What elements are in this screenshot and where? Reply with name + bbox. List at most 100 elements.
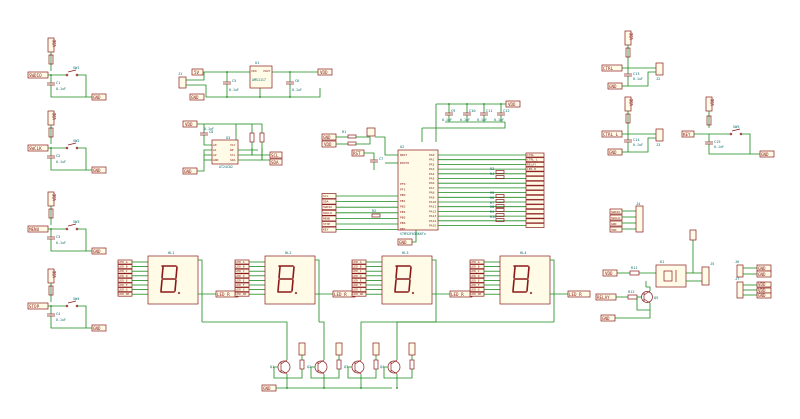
r11-ref: R11 bbox=[631, 266, 638, 270]
mcu-right-flag-12 bbox=[525, 209, 545, 214]
net-gnd-flag-reg bbox=[189, 93, 205, 101]
digit-3-seg-label-4: LED_E bbox=[353, 278, 362, 282]
digit-4-ledr-label: LED_R bbox=[569, 292, 582, 297]
digit-2-seg-label-7: LED_DP bbox=[236, 292, 247, 296]
net-gnd-label-j7: GND bbox=[758, 293, 766, 298]
mcu-right-flag-7 bbox=[525, 185, 545, 191]
mcu-res-ref-3: R5 bbox=[490, 191, 494, 195]
net-vdd-label-relay: VDD bbox=[605, 271, 613, 276]
net-gnd-flag-key bbox=[759, 150, 775, 158]
vdd-label-btn-2: VDD bbox=[52, 112, 57, 120]
digit-2-body bbox=[264, 255, 316, 305]
j1-ref: J1 bbox=[178, 72, 182, 76]
j4-net-vdd: VDD bbox=[611, 228, 617, 232]
net-vdd-flag-j4 bbox=[609, 226, 623, 233]
digit-4-seg-label-1: LED_B bbox=[471, 265, 480, 269]
net-vdd-label-key: VDD bbox=[710, 98, 715, 106]
mcu-pin-left-pb7: PB7 bbox=[400, 227, 406, 231]
digit-3-seg-label-3: LED_D bbox=[353, 274, 362, 278]
gnd-flag-btn-2 bbox=[91, 166, 107, 174]
net-gnd-flag-relay bbox=[600, 314, 616, 322]
ctrl-vdd-label-2: VDD bbox=[629, 98, 634, 106]
mcu-right-flag-label-1: CTRL_L bbox=[527, 158, 538, 162]
digit-3-seg-label-1: LED_B bbox=[353, 265, 362, 269]
mcu-right-flag-1 bbox=[525, 157, 545, 163]
ctrl-conn-ref-1: J2 bbox=[656, 77, 660, 81]
u3-pin-sda: SDA bbox=[230, 158, 236, 162]
seven-segment-digits: LED_ALED_BLED_CLED_DLED_ELED_FLED_GLED_D… bbox=[117, 251, 591, 322]
mcu-u2 bbox=[397, 149, 439, 231]
u3-pin-wp: WP bbox=[230, 148, 234, 152]
net-5v-label: 5V bbox=[194, 70, 200, 75]
c6-value: 0.1uF bbox=[292, 88, 302, 92]
digit-4-seg-label-3: LED_D bbox=[471, 274, 480, 278]
u2-ref: U2 bbox=[400, 145, 404, 149]
mcu-pin-right-pa10: PA10 bbox=[429, 200, 436, 204]
net-gnd-label-mcu-bot: GND bbox=[399, 240, 407, 245]
u3-pin-a2: A2 bbox=[213, 153, 217, 157]
mcu-right-flag-14 bbox=[525, 218, 545, 224]
mcu-right-flag-3 bbox=[525, 166, 545, 172]
transistor-flag-4 bbox=[408, 342, 416, 356]
c8-value: 0.1uF bbox=[204, 127, 214, 131]
digit-3-seg-label-0: LED_A bbox=[353, 260, 362, 264]
transistor-flag-2 bbox=[335, 342, 343, 356]
digit-1-seg-label-3: LED_D bbox=[119, 274, 128, 278]
net-vdd-label-j7b: VDD bbox=[758, 288, 766, 293]
transistor-q5 bbox=[641, 291, 653, 303]
ctrl-blocks: VDDCTRLJ2C130.1uFGNDVDDCTRL_LJ3C140.1uFG… bbox=[601, 30, 664, 156]
mcu-pin-left-pb1: PB1 bbox=[400, 199, 406, 203]
digit-1-seg-label-2: LED_C bbox=[119, 269, 128, 273]
mcu-res-ref-5: R7 bbox=[490, 201, 494, 205]
net-vdd-flag-j7 bbox=[756, 281, 772, 288]
ctrl-gnd-label-2: GND bbox=[609, 150, 617, 155]
digit-2-seg-label-6: LED_G bbox=[236, 288, 245, 292]
mcu-pin-left-boot0: BOOT0 bbox=[400, 161, 409, 165]
j4-net-gnd: GND bbox=[611, 222, 617, 226]
j6-ref: J6 bbox=[735, 260, 739, 264]
net-gnd-label-key: GND bbox=[761, 152, 769, 157]
digit-3-body bbox=[381, 255, 433, 305]
net-gnd-flag-j6b bbox=[756, 270, 772, 278]
cap-val-btn-4: 0.1uF bbox=[56, 318, 66, 322]
gnd-label-btn-1: GND bbox=[93, 95, 101, 100]
mcu-pin-right-pa9: PA9 bbox=[429, 195, 435, 199]
connector-j7 bbox=[736, 281, 744, 299]
ctrl-gnd-label-1: GND bbox=[609, 84, 617, 89]
mcu-pin-left-pf0: PF0 bbox=[400, 182, 406, 186]
mcu-res-ref-6: R8 bbox=[490, 205, 494, 209]
u3-pin-gnd: GND bbox=[213, 158, 219, 162]
ctrl-cap-val-1: 0.1uF bbox=[633, 77, 643, 81]
net-gnd-label-eeprom: GND bbox=[184, 169, 192, 174]
ctrl-conn-2 bbox=[655, 128, 664, 142]
mcu-cap-val-1: 0.1uF bbox=[442, 118, 452, 122]
c5-ref: C5 bbox=[232, 79, 236, 83]
u3-left-pins: A0 A1 A2 GND bbox=[213, 143, 219, 162]
c6-ref: C6 bbox=[295, 79, 299, 83]
u1-pin-vin: VIN bbox=[251, 69, 257, 73]
mcu-cap-ref-4: C12 bbox=[503, 109, 510, 113]
j5-ref: J5 bbox=[710, 262, 714, 266]
mcu-right-flag-label-0: CTRL bbox=[527, 153, 534, 157]
cap-ref-btn-1: C1 bbox=[56, 81, 60, 85]
mcu-pin-right-pa0: PA0 bbox=[429, 153, 435, 157]
mcu-right-flag-8 bbox=[525, 190, 545, 195]
u2-value: STM32F030K6Tx bbox=[400, 232, 426, 236]
mcu-right-flag-0 bbox=[525, 152, 545, 158]
net-vdd-flag-relay2 bbox=[689, 229, 697, 241]
net-gnd-label-relay: GND bbox=[602, 316, 610, 321]
c8-ref: C8 bbox=[209, 130, 213, 134]
mcu-res-ref-7: R9 bbox=[490, 210, 494, 214]
j4-ref: J4 bbox=[636, 202, 640, 206]
regulator-block: J1 5V GND U1 VIN VOUT AMS1117 C5 0.1uF C… bbox=[178, 61, 333, 101]
mcu-pin-right-pa13: PA13 bbox=[429, 214, 436, 218]
net-vdd-label-reg: VDD bbox=[320, 70, 328, 75]
digit-3-seg-label-5: LED_F bbox=[353, 283, 362, 287]
digit-1-seg-label-5: LED_F bbox=[119, 283, 128, 287]
